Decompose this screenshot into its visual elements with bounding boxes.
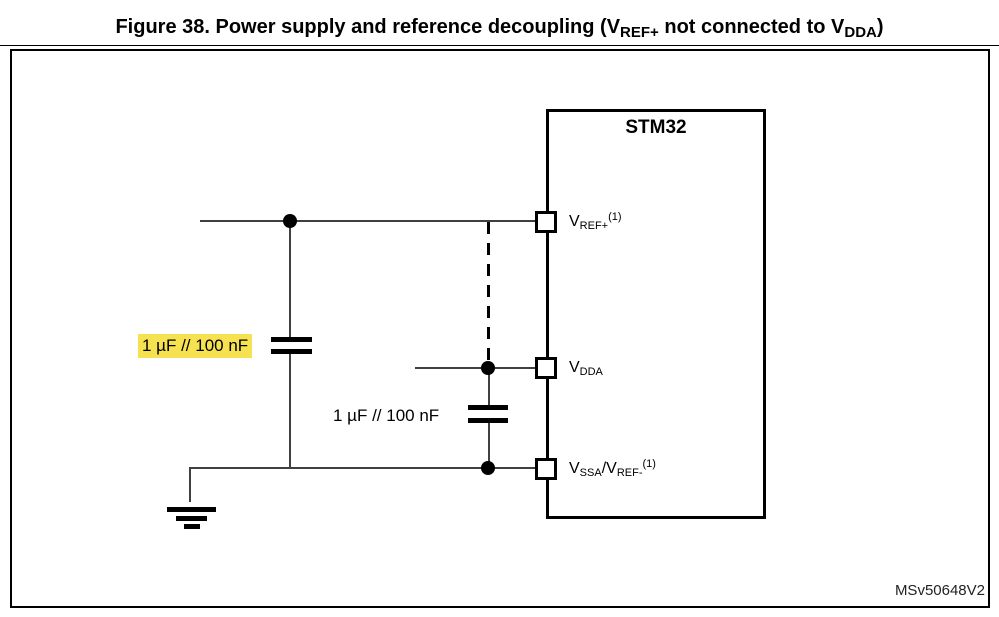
pin-label-vssa: VSSA/VREF-(1) <box>569 459 656 479</box>
capacitor-left-plate-bottom <box>271 349 312 354</box>
stm32-box <box>546 109 766 519</box>
wire-cap-left-lower <box>289 353 291 468</box>
pin-label-vref-plus: VREF+(1) <box>569 212 622 232</box>
figure-title-part2: not connected to V <box>658 16 845 38</box>
capacitor-left-plate-top <box>271 337 312 342</box>
title-underline <box>0 45 999 46</box>
pin-vref-sub: REF+ <box>579 220 609 232</box>
pin-square-vdda <box>535 357 557 379</box>
pin-vssa-sub1: SSA <box>579 467 602 479</box>
junction-dot-bottom <box>481 461 495 475</box>
wire-dashed-vref-vdda <box>487 222 490 368</box>
figure-title: Figure 38. Power supply and reference de… <box>0 12 999 42</box>
junction-dot-vdda <box>481 361 495 375</box>
figure-title-sub-refplus: REF+ <box>620 24 659 41</box>
pin-vdda-main: V <box>569 359 580 376</box>
figure-title-part3: ) <box>876 16 884 38</box>
wire-cap-mid-lower <box>488 422 490 468</box>
pin-vref-sup: (1) <box>608 211 622 223</box>
wire-ground-stem <box>189 467 191 502</box>
capacitor-middle-plate-top <box>468 405 508 410</box>
ground-bar-1 <box>167 507 216 512</box>
ground-bar-3 <box>184 524 200 529</box>
watermark: MSv50648V2 <box>894 582 985 599</box>
ground-bar-2 <box>176 516 207 521</box>
figure-title-part1: Figure 38. Power supply and reference de… <box>115 16 621 38</box>
wire-cap-mid-upper <box>488 368 490 406</box>
wire-cap-left-upper <box>289 221 291 338</box>
pin-vssa-p1: V <box>569 460 580 477</box>
figure-frame <box>10 49 990 608</box>
pin-vref-main: V <box>569 213 580 230</box>
wire-ground-bottom <box>190 467 535 469</box>
pin-label-vdda: VDDA <box>569 358 603 378</box>
pin-square-vref-plus <box>535 211 557 233</box>
figure-title-sub-dda: DDA <box>844 24 877 41</box>
wire-vdda <box>415 367 535 369</box>
wire-vref-top <box>200 220 535 222</box>
cap-label-middle: 1 µF // 100 nF <box>333 406 440 425</box>
pin-vdda-sub: DDA <box>579 366 603 378</box>
capacitor-middle-plate-bottom <box>468 418 508 423</box>
pin-square-vssa <box>535 458 557 480</box>
pin-vssa-p2: /V <box>601 460 617 477</box>
stm32-label: STM32 <box>625 117 687 138</box>
pin-vssa-sup: (1) <box>642 458 656 470</box>
cap-label-left: 1 µF // 100 nF <box>138 334 253 358</box>
pin-vssa-sub2: REF- <box>616 467 643 479</box>
junction-dot-top <box>283 214 297 228</box>
